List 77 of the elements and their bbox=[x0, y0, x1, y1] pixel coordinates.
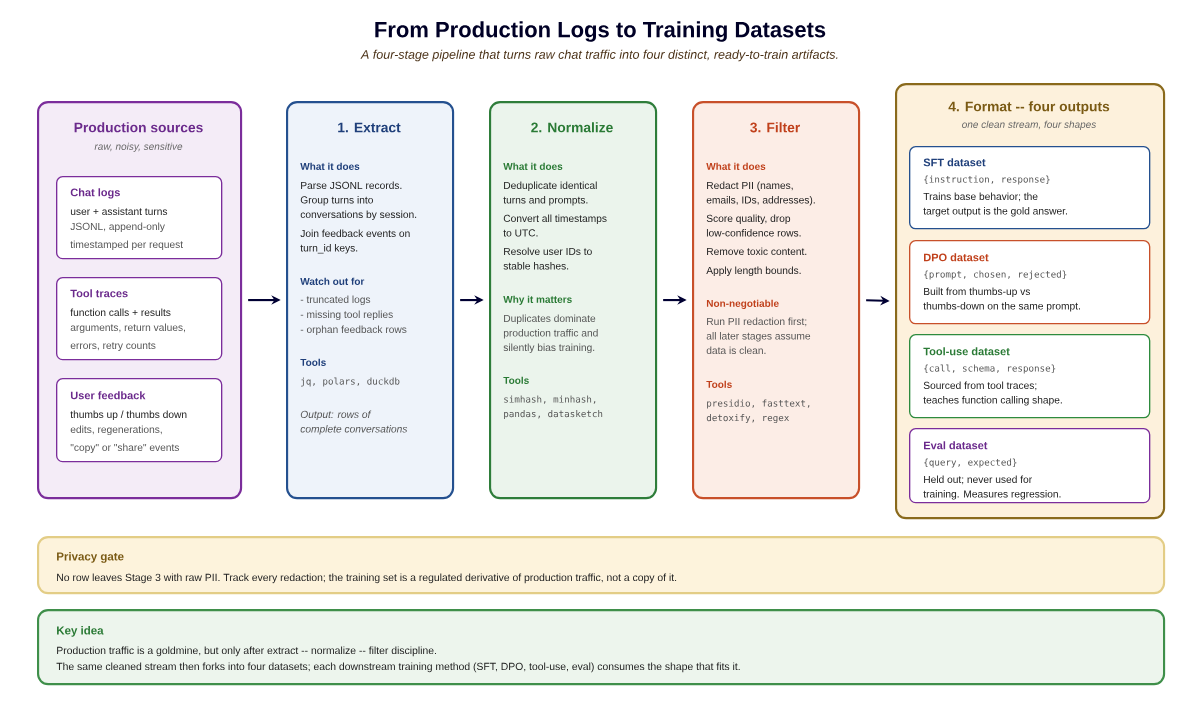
body-text: Apply length bounds. bbox=[706, 266, 801, 277]
stage-box bbox=[489, 101, 658, 500]
body-text: The same cleaned stream then forks into four datasets; each downstream training method (SFT, DPO, tool-use, eval) consumes the shape that fits it. bbox=[56, 662, 740, 673]
body-text: Production traffic is a goldmine, but only after extract -- normalize -- filter discipline. bbox=[57, 646, 436, 657]
body-text: Score quality, drop low-confidence rows. bbox=[706, 214, 801, 237]
box-title: 2. Normalize bbox=[531, 122, 613, 133]
body-text: Convert all timestamps to UTC. bbox=[503, 214, 607, 237]
note-box bbox=[37, 536, 1166, 595]
body-text: Sourced from tool traces; teaches function calling shape. bbox=[923, 381, 1062, 406]
body-text: Join feedback events on turn_id keys. bbox=[300, 229, 410, 254]
body-text: timestamped per request bbox=[70, 240, 183, 251]
code-text: {instruction, response} bbox=[924, 175, 1050, 185]
section-heading: Non-negotiable bbox=[706, 299, 779, 309]
dataset-card bbox=[909, 146, 1151, 230]
code-text: jq, polars, duckdb bbox=[301, 377, 400, 387]
body-text: user + assistant turns bbox=[70, 207, 168, 216]
body-text: Run PII redaction first; all later stages assume data is clean. bbox=[706, 317, 811, 355]
code-text: {query, expected} bbox=[924, 458, 1017, 468]
box-subtitle: one clean stream, four shapes bbox=[962, 120, 1097, 130]
title: From Production Logs to Training Datasets bbox=[375, 21, 826, 42]
body-text: Redact PII (names, emails, IDs, addresses). bbox=[706, 181, 815, 206]
section-heading: Watch out for bbox=[300, 277, 365, 285]
card-title: SFT dataset bbox=[923, 158, 986, 167]
body-text: Duplicates dominate production traffic and silently bias training. bbox=[503, 314, 598, 354]
section-heading: What it does bbox=[503, 162, 563, 170]
card-title: User feedback bbox=[70, 391, 146, 400]
body-text: Parse JSONL records. Group turns into conversations by session. bbox=[300, 181, 417, 221]
body-text: No row leaves Stage 3 with raw PII. Track every redaction; the training set is a regulated derivative of production traffic, not a copy of it. bbox=[57, 573, 677, 584]
card-title: Eval dataset bbox=[924, 441, 988, 450]
box-heading: Privacy gate bbox=[57, 552, 124, 563]
list-item: - truncated logs bbox=[300, 295, 371, 306]
body-text: Remove toxic content. bbox=[707, 247, 807, 256]
body-text: "copy" or "share" events bbox=[70, 443, 180, 454]
body-text: Held out; never used for training. Measures regression. bbox=[923, 475, 1061, 500]
subtitle: A four-stage pipeline that turns raw chat traffic into four distinct, ready-to-train artifacts. bbox=[360, 49, 838, 62]
body-text: Built from thumbs-up vs thumbs-down on the same prompt. bbox=[923, 287, 1080, 312]
body-text: thumbs up / thumbs down bbox=[70, 410, 187, 421]
dataset-card bbox=[909, 240, 1151, 325]
body-text: Trains base behavior; the target output is the gold answer. bbox=[923, 192, 1067, 217]
code-text: simhash, minhash, pandas, datasketch bbox=[504, 395, 603, 419]
card-title: Tool-use dataset bbox=[923, 347, 1010, 356]
dataset-card bbox=[909, 334, 1151, 419]
body-text: errors, retry counts bbox=[70, 342, 156, 352]
box-title: 3. Filter bbox=[750, 122, 800, 133]
body-text: arguments, return values, bbox=[70, 323, 185, 334]
source-card bbox=[56, 378, 223, 463]
stage-box bbox=[692, 101, 861, 500]
source-card bbox=[56, 176, 223, 260]
card-title: Chat logs bbox=[70, 188, 120, 199]
note-box bbox=[37, 609, 1166, 686]
code-text: presidio, fasttext, detoxify, regex bbox=[706, 399, 810, 424]
section-heading: Tools bbox=[300, 358, 326, 366]
box-title: 1. Extract bbox=[338, 122, 401, 133]
box-heading: Key idea bbox=[57, 626, 104, 637]
source-card bbox=[56, 277, 223, 361]
card-title: Tool traces bbox=[70, 289, 128, 298]
code-text: {prompt, chosen, rejected} bbox=[924, 270, 1067, 280]
dataset-card bbox=[909, 428, 1151, 504]
box-title: 4. Format -- four outputs bbox=[948, 101, 1110, 115]
box-title: Production sources bbox=[74, 122, 203, 133]
note-text: Output: rows of complete conversations bbox=[300, 410, 408, 435]
body-text: JSONL, append-only bbox=[70, 222, 165, 233]
section-heading: What it does bbox=[300, 162, 360, 170]
section-heading: Why it matters bbox=[503, 295, 572, 305]
section-heading: What it does bbox=[706, 162, 766, 170]
section-heading: Tools bbox=[706, 380, 732, 388]
body-text: edits, regenerations, bbox=[70, 425, 162, 436]
card-title: DPO dataset bbox=[924, 253, 989, 262]
body-text: Deduplicate identical turns and prompts. bbox=[503, 181, 597, 206]
stage-box bbox=[286, 101, 455, 500]
code-text: {call, schema, response} bbox=[924, 364, 1056, 374]
body-text: function calls + results bbox=[70, 308, 171, 317]
body-text: Resolve user IDs to stable hashes. bbox=[503, 247, 592, 270]
box-subtitle: raw, noisy, sensitive bbox=[94, 142, 183, 152]
list-item: - missing tool replies bbox=[300, 310, 393, 321]
list-item: - orphan feedback rows bbox=[300, 325, 407, 336]
section-heading: Tools bbox=[503, 376, 529, 384]
